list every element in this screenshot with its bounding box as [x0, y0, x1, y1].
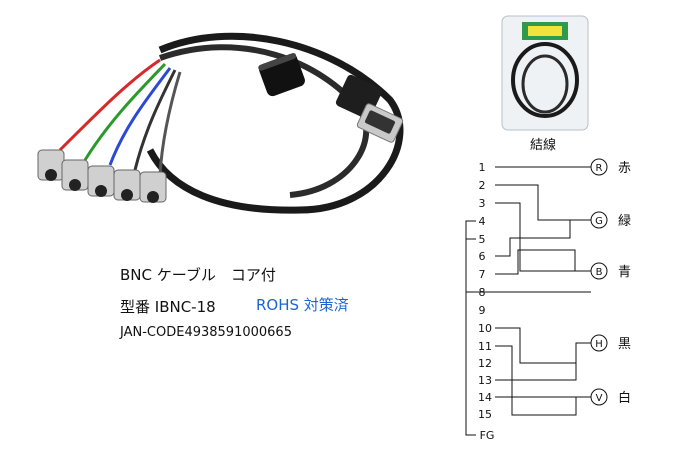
pin-label: 4	[479, 215, 486, 228]
pin-label: 6	[479, 250, 486, 263]
pin-label: 11	[478, 340, 492, 353]
wiring-diagram: 1 2 3 4 5 6 7 8 9 10 11 12 13 14 15 FG R…	[465, 158, 631, 442]
channel-letter: G	[595, 216, 603, 227]
channel-color: 青	[618, 265, 631, 280]
channel-letter: B	[596, 267, 603, 278]
pin-label: 5	[479, 233, 486, 246]
package-photo	[501, 15, 589, 131]
jan-code: JAN-CODE4938591000665	[120, 325, 292, 340]
channel-letter: V	[596, 393, 603, 404]
channel-color: 黒	[618, 337, 631, 352]
pin-label: 13	[478, 374, 492, 387]
pin-label: 12	[478, 357, 492, 370]
pin-label: FG	[480, 429, 495, 442]
pin-label: 8	[479, 286, 486, 299]
channel-letter: R	[596, 163, 603, 174]
pin-label: 9	[479, 304, 486, 317]
channel-color: 赤	[618, 161, 631, 176]
wiring-heading: 結線	[530, 138, 557, 153]
channel-r: R 赤	[590, 158, 631, 176]
model-number: 型番 IBNC-18	[120, 298, 216, 316]
pin-label: 3	[479, 197, 486, 210]
pin-label: 14	[478, 391, 492, 404]
pin-label: 2	[479, 179, 486, 192]
channel-b: B 青	[590, 262, 631, 280]
bnc-cable-photo	[37, 32, 404, 214]
product-title: BNC ケーブル コア付	[120, 266, 276, 284]
channel-v: V 白	[590, 388, 631, 406]
channel-color: 白	[618, 390, 631, 406]
channel-letter: H	[595, 339, 603, 350]
rohs-compliance: ROHS 対策済	[256, 296, 349, 314]
channel-h: H 黒	[590, 334, 631, 352]
channel-color: 緑	[618, 214, 631, 229]
pin-label: 7	[479, 268, 486, 281]
pin-label: 15	[478, 408, 492, 421]
pin-label: 1	[479, 161, 486, 174]
pin-label: 10	[478, 322, 492, 335]
channel-g: G 緑	[590, 211, 631, 229]
